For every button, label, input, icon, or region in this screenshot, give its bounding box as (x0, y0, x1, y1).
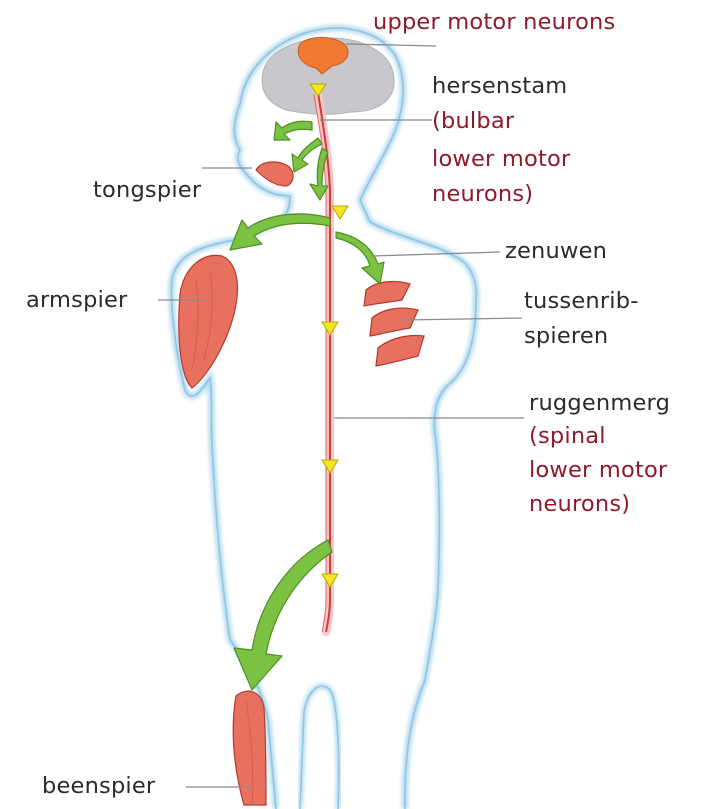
label-bulbar-1: (bulbar (432, 105, 514, 137)
triangle-marker (322, 574, 338, 587)
label-zenuwen: zenuwen (505, 235, 607, 267)
triangle-marker (322, 322, 338, 335)
label-upper-motor-neurons: upper motor neurons (373, 6, 615, 38)
label-bulbar-3: neurons) (432, 178, 533, 210)
arrow-to-face (274, 121, 312, 140)
arrow-to-leg (234, 540, 332, 690)
label-spinal-3: neurons) (529, 488, 630, 520)
label-hersenstam: hersenstam (432, 70, 567, 102)
triangle-marker (322, 460, 338, 473)
arrow-to-arm (230, 214, 330, 250)
label-bulbar-2: lower motor (432, 143, 570, 175)
tongue-muscle (256, 162, 293, 186)
label-tussenrib-2: spieren (524, 320, 608, 352)
intercostal-muscles (364, 282, 424, 366)
leg-muscle (233, 691, 266, 805)
label-armspier: armspier (26, 284, 128, 316)
triangle-marker (332, 206, 348, 219)
arm-muscle (179, 255, 238, 388)
label-beenspier: beenspier (42, 770, 155, 802)
label-tussenrib-1: tussenrib- (524, 285, 639, 317)
label-spinal-2: lower motor (529, 454, 667, 486)
label-spinal-1: (spinal (529, 420, 606, 452)
arrow-to-intercostals (336, 232, 384, 284)
label-ruggenmerg: ruggenmerg (529, 387, 670, 419)
label-tongspier: tongspier (93, 174, 201, 206)
